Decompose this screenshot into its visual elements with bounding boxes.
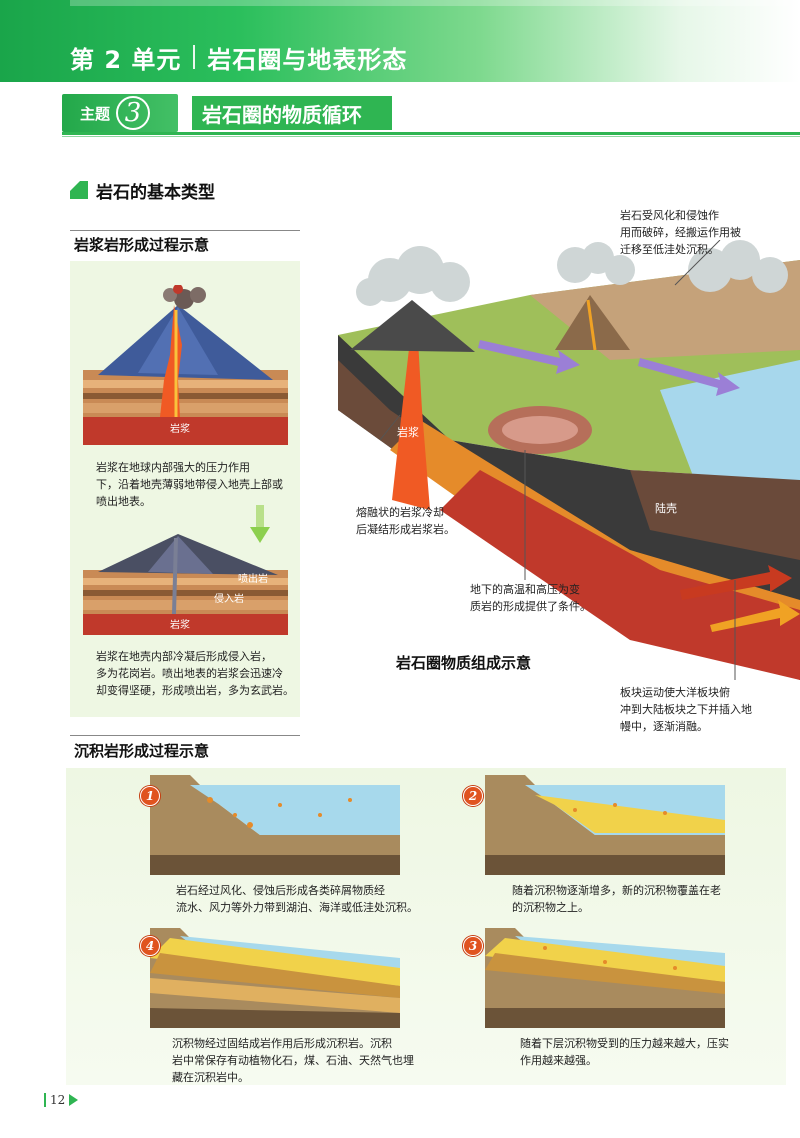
page-number-bar (44, 1093, 46, 1107)
caption-line: 藏在沉积岩中。 (172, 1071, 249, 1084)
page-number-text: 12 (50, 1093, 66, 1107)
sediment-step-4-diagram (150, 928, 400, 1028)
callout-line: 板块运动使大洋板块俯 (620, 686, 730, 699)
callout-line: 冲到大陆板块之下并插入地 (620, 703, 752, 716)
magma-label-top: 岩浆 (170, 422, 190, 435)
lithosphere-block-diagram: 岩浆 陆壳 (338, 240, 800, 680)
intrusive-label: 侵入岩 (214, 592, 244, 605)
unit-title: 岩石圈与地表形态 (207, 45, 408, 74)
step-2-caption: 随着沉积物逐渐增多，新的沉积物覆盖在老 的沉积物之上。 (512, 882, 762, 916)
callout-line: 岩石受风化和侵蚀作 (620, 209, 719, 222)
caption-line: 岩石经过风化、侵蚀后形成各类碎屑物质经 (176, 884, 385, 897)
callout-line: 质岩的形成提供了条件。 (470, 600, 591, 613)
sediment-step-3-diagram (485, 928, 725, 1028)
map-crust-label: 陆壳 (655, 501, 677, 515)
caption-line: 喷出地表。 (96, 495, 151, 508)
step-3-caption: 随着下层沉积物受到的压力越来越大，压实 作用越来越强。 (520, 1035, 760, 1069)
caption-line: 下，沿着地壳薄弱地带侵入地壳上部或 (96, 478, 283, 491)
extrusive-label: 喷出岩 (238, 572, 268, 585)
plate-callout: 板块运动使大洋板块俯 冲到大陆板块之下并插入地 幔中，逐渐消融。 (620, 684, 795, 735)
callout-line: 后凝结形成岩浆岩。 (356, 523, 455, 536)
topic-bar: 主题 3 岩石圈的物质循环 (62, 94, 800, 138)
magma-label-bottom: 岩浆 (170, 618, 190, 631)
section-icon (70, 181, 88, 199)
section-title: 岩石的基本类型 (96, 183, 215, 203)
caption-line: 流水、风力等外力带到湖泊、海洋或低洼处沉积。 (176, 901, 418, 914)
unit-heading: 第 2 单元 岩石圈与地表形态 (70, 40, 407, 74)
step-2-badge: 2 (463, 786, 483, 806)
heading-separator (193, 45, 196, 69)
callout-line: 地下的高温和高压为变 (470, 583, 580, 596)
weathering-callout: 岩石受风化和侵蚀作 用而破碎，经搬运作用被 迁移至低洼处沉积。 (620, 207, 790, 258)
igneous-rule (70, 230, 300, 231)
callout-line: 迁移至低洼处沉积。 (620, 243, 719, 256)
metamorphic-callout: 地下的高温和高压为变 质岩的形成提供了条件。 (470, 581, 640, 615)
step-1-badge: 1 (140, 786, 160, 806)
topic-prefix: 主题 (80, 104, 111, 123)
callout-line: 幔中，逐渐消融。 (620, 720, 708, 733)
page-arrow-icon (69, 1094, 79, 1106)
lithosphere-map-title: 岩石圈物质组成示意 (396, 654, 532, 672)
volcano-diagram-1: 岩浆 (83, 285, 288, 445)
down-arrow-icon (250, 505, 270, 543)
header-stripe (70, 0, 800, 6)
topic-number: 3 (116, 96, 151, 130)
cooling-callout: 熔融状的岩浆冷却 后凝结形成岩浆岩。 (356, 504, 506, 538)
step-4-caption: 沉积物经过固结成岩作用后形成沉积岩。沉积 岩中常保存有动植物化石，煤、石油、天然… (172, 1035, 442, 1086)
callout-line: 熔融状的岩浆冷却 (356, 506, 444, 519)
sedimentary-title: 沉积岩形成过程示意 (74, 742, 210, 760)
igneous-caption-2: 岩浆在地壳内部冷凝后形成侵入岩， 多为花岗岩。喷出地表的岩浆会迅速冷 却变得坚硬… (96, 648, 296, 699)
caption-line: 却变得坚硬，形成喷出岩，多为玄武岩。 (96, 684, 294, 697)
caption-line: 岩浆在地球内部强大的压力作用 (96, 461, 250, 474)
sedimentary-rule (70, 735, 300, 736)
igneous-caption-1: 岩浆在地球内部强大的压力作用 下，沿着地壳薄弱地带侵入地壳上部或 喷出地表。 (96, 459, 296, 510)
page-header: 第 2 单元 岩石圈与地表形态 (0, 0, 800, 82)
topic-underline-thin (62, 136, 800, 137)
caption-line: 多为花岗岩。喷出地表的岩浆会迅速冷 (96, 667, 283, 680)
caption-line: 沉积物经过固结成岩作用后形成沉积岩。沉积 (172, 1037, 392, 1050)
volcano-diagram-2: 喷出岩 侵入岩 岩浆 (83, 534, 288, 635)
callout-line: 用而破碎，经搬运作用被 (620, 226, 741, 239)
caption-line: 的沉积物之上。 (512, 901, 589, 914)
sediment-step-2-diagram (485, 775, 725, 875)
caption-line: 随着下层沉积物受到的压力越来越大，压实 (520, 1037, 729, 1050)
step-1-caption: 岩石经过风化、侵蚀后形成各类碎屑物质经 流水、风力等外力带到湖泊、海洋或低洼处沉… (176, 882, 426, 916)
igneous-title: 岩浆岩形成过程示意 (74, 236, 210, 254)
map-magma-label: 岩浆 (397, 425, 419, 439)
step-4-badge: 4 (140, 936, 160, 956)
step-3-badge: 3 (463, 936, 483, 956)
sediment-step-1-diagram (150, 775, 400, 875)
caption-line: 随着沉积物逐渐增多，新的沉积物覆盖在老 (512, 884, 721, 897)
page-number: 12 (44, 1093, 79, 1107)
caption-line: 作用越来越强。 (520, 1054, 597, 1067)
topic-underline (62, 132, 800, 135)
topic-badge: 主题 3 (62, 94, 178, 132)
caption-line: 岩中常保存有动植物化石，煤、石油、天然气也埋 (172, 1054, 414, 1067)
unit-label: 第 2 单元 (70, 45, 182, 74)
caption-line: 岩浆在地壳内部冷凝后形成侵入岩， (96, 650, 272, 663)
topic-title: 岩石圈的物质循环 (192, 96, 392, 130)
